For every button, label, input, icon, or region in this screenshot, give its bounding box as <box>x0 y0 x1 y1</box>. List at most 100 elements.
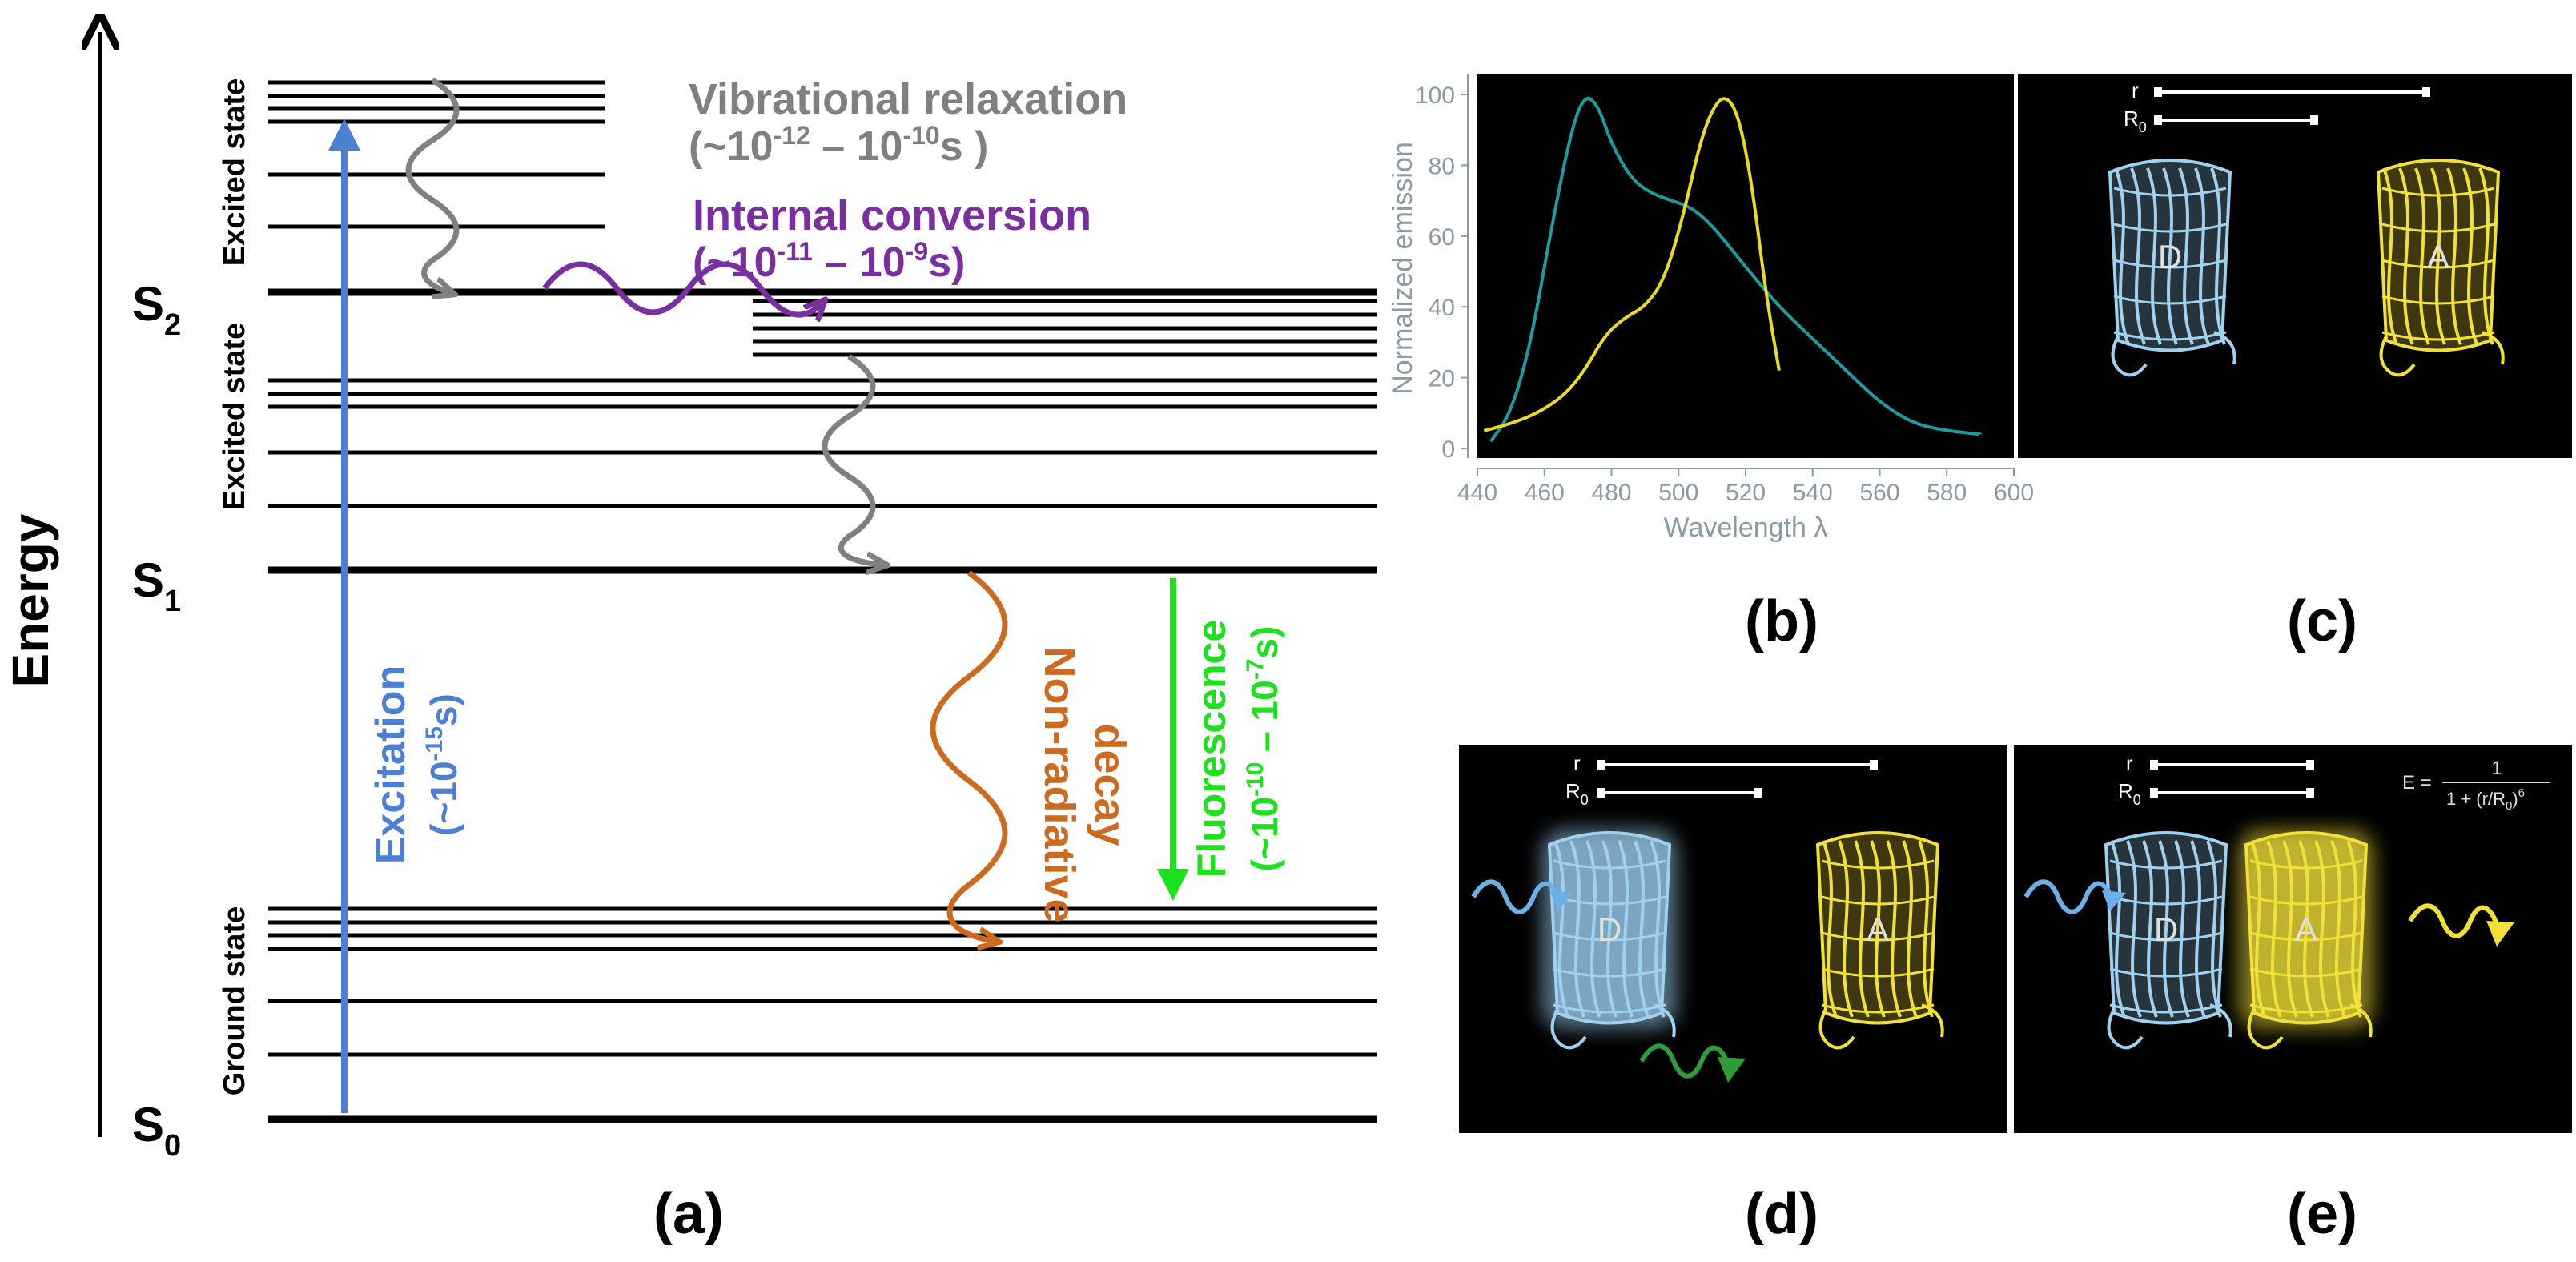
formula-lhs: E = <box>2402 772 2432 794</box>
protein-strand <box>1585 840 1601 1018</box>
donor-label: D <box>2158 238 2182 275</box>
protein-strand <box>2381 223 2495 233</box>
protein-strand <box>2298 840 2314 1018</box>
caption-a: (a) <box>653 1182 724 1246</box>
protein-strand <box>2113 331 2227 341</box>
protein-strand <box>2162 167 2178 345</box>
protein-loop <box>2213 331 2236 365</box>
protein-loop <box>2107 1008 2144 1050</box>
protein-strand <box>2146 167 2162 345</box>
protein-strand <box>1886 840 1902 1018</box>
r-bar-end-cap <box>1870 760 1878 770</box>
ground-state-label: Ground state <box>218 906 251 1095</box>
acceptor-protein <box>1815 831 1944 1050</box>
protein-strand <box>2266 840 2282 1018</box>
protein-strand <box>2109 931 2223 942</box>
protein-strand <box>1821 931 1935 942</box>
r0-bar-start-cap <box>2154 115 2162 125</box>
vibrational-relaxation-arrow-mid <box>822 354 881 565</box>
chart-y-tick-label: 80 <box>1429 153 1455 179</box>
non-radiative-decay-arrow <box>930 570 1008 941</box>
chart-x-tick-label: 480 <box>1591 480 1631 506</box>
protein-strand <box>2381 331 2495 341</box>
donor-protein <box>2108 159 2236 377</box>
chart-series <box>1483 97 1981 443</box>
protein-strand <box>2113 187 2227 197</box>
incoming-excitation-wave-icon <box>2023 879 2115 914</box>
acceptor-protein <box>2376 159 2505 377</box>
protein-strand <box>2330 840 2346 1018</box>
protein-strand <box>2130 167 2146 345</box>
donor-protein <box>2104 831 2232 1050</box>
formula-denominator: 1 + (r/R0)6 <box>2446 786 2525 813</box>
protein-loop <box>2349 1003 2373 1038</box>
protein-strand <box>2398 167 2414 345</box>
chart-x-tick-label: 600 <box>1994 480 2034 506</box>
protein-strand <box>1821 967 1935 978</box>
protein-strand <box>2190 840 2206 1018</box>
energy-levels <box>268 80 1377 1123</box>
donor-emission-arrowhead-icon <box>1718 1057 1746 1083</box>
internal-conversion-time: (~10-11 – 10-9s) <box>693 237 965 286</box>
panel-c-background <box>2018 74 2572 458</box>
r-bar-end-cap <box>2306 760 2314 770</box>
protein-strand <box>2249 931 2363 942</box>
protein-strand <box>1553 931 1666 942</box>
chart-y-tick-label: 40 <box>1429 295 1455 321</box>
fluorescence-label: Fluorescence <box>1189 620 1234 878</box>
incoming-excitation-wave-icon <box>1471 879 1562 914</box>
chart-series-line-1 <box>1489 97 1981 443</box>
chart-y-tick-label: 100 <box>1415 82 1455 109</box>
fret-efficiency-formula: E = 1 1 + (r/R0)6 <box>2402 758 2550 813</box>
protein-strand <box>1634 840 1650 1018</box>
protein-strand <box>1618 840 1634 1018</box>
incoming-excitation-arrowhead-icon <box>1549 890 1573 911</box>
protein-strand <box>1569 840 1585 1018</box>
chart-x-tick-label: 500 <box>1658 480 1698 506</box>
protein-strand <box>2109 967 2223 978</box>
acceptor-protein <box>2238 829 2374 1050</box>
chart-y-tick-label: 20 <box>1429 366 1455 392</box>
protein-strand <box>1821 1003 1935 1014</box>
jablonski-diagram: Energy S2 S1 S0 Excited state Excited st… <box>2 32 1377 1246</box>
protein-strand <box>1821 895 1935 906</box>
protein-strand <box>2446 167 2462 345</box>
protein-strand <box>2109 859 2223 870</box>
protein-strand <box>2462 167 2478 345</box>
fret-panel-e: r R0 E = 1 1 + (r/R0)6 D A (e) <box>2014 745 2572 1246</box>
r0-bar-end-cap <box>1754 788 1762 798</box>
protein-strand <box>2194 167 2210 345</box>
r-bar-start-cap <box>1597 760 1605 770</box>
donor-label: D <box>2154 910 2178 948</box>
protein-strand <box>1821 859 1935 870</box>
internal-conversion-title: Internal conversion <box>693 191 1091 239</box>
fluorescence-time: (~10-10 – 10-7s) <box>1242 626 1285 872</box>
protein-strand <box>1553 1003 1666 1014</box>
vibrational-relaxation-title: Vibrational relaxation <box>689 75 1127 123</box>
r0-bar-start-cap <box>1597 788 1605 798</box>
caption-e: (e) <box>2287 1182 2357 1246</box>
acceptor-emission-wave-icon <box>2408 903 2499 938</box>
protein-strand <box>2249 859 2363 870</box>
protein-strand <box>2249 1003 2363 1014</box>
excited-state-label-top: Excited state <box>218 78 251 266</box>
s2-label: S2 <box>132 277 181 342</box>
internal-conversion-arrow <box>542 261 821 315</box>
protein-strand <box>2249 967 2363 978</box>
protein-strand <box>2109 895 2223 906</box>
acceptor-label: A <box>2295 910 2317 948</box>
protein-strand <box>1854 840 1870 1018</box>
r-bar-start-cap <box>2154 87 2162 97</box>
energy-axis-label: Energy <box>2 513 59 687</box>
protein-loop <box>1653 1003 1676 1038</box>
chart-x-tick-label: 540 <box>1793 480 1833 506</box>
acceptor-emission-arrowhead-icon <box>2486 921 2514 946</box>
protein-loop <box>2111 336 2148 377</box>
r-label: r <box>1573 751 1581 775</box>
non-radiative-label-line2: decay <box>1086 723 1134 846</box>
caption-d: (d) <box>1745 1182 1818 1246</box>
chart-x-tick-label: 520 <box>1726 480 1766 506</box>
incoming-excitation-arrowhead-icon <box>2102 890 2126 911</box>
r-label: r <box>2132 78 2139 102</box>
